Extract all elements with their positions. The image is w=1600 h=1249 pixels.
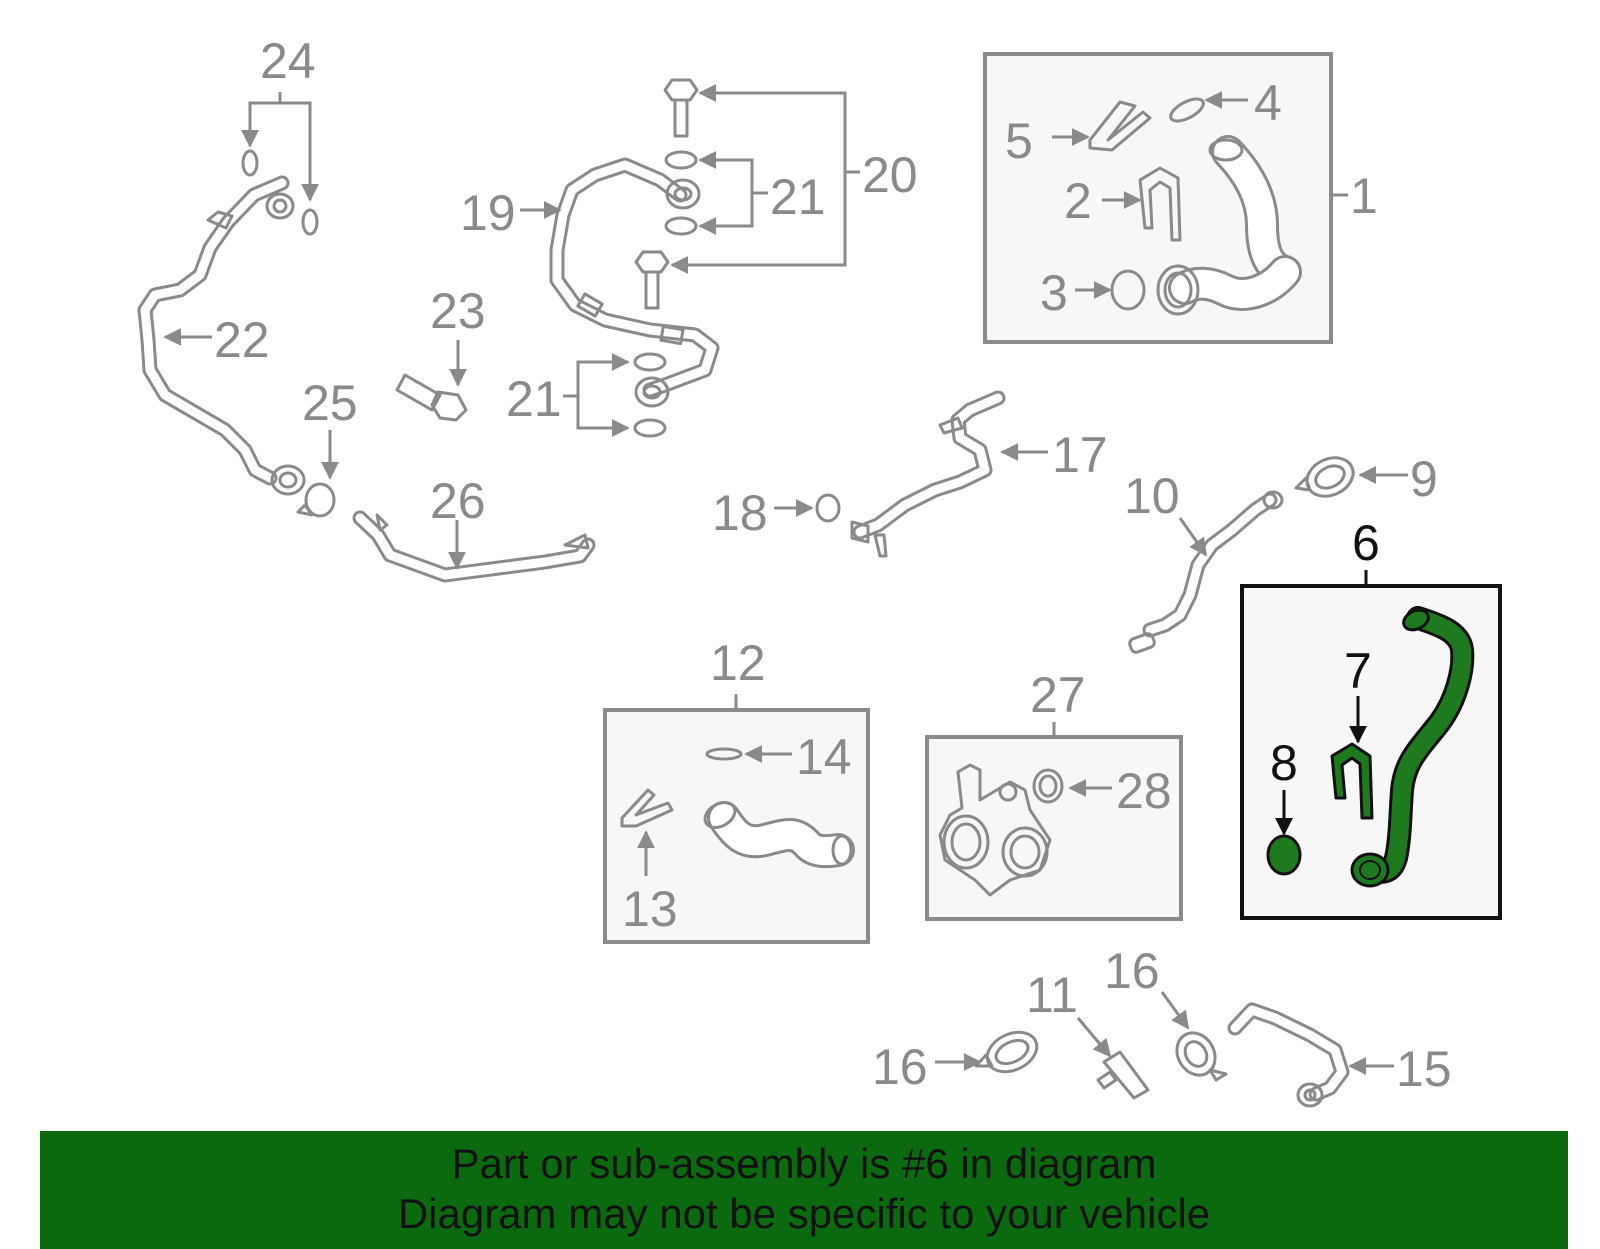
assembly-box-12 <box>603 708 870 944</box>
callout-21-lower: 21 <box>506 371 562 427</box>
washer-part-21d[interactable] <box>633 418 667 438</box>
connector-part-11[interactable] <box>1096 1050 1150 1100</box>
sensor-part-10[interactable] <box>1128 490 1284 654</box>
clip-part-5[interactable] <box>1088 100 1152 152</box>
callout-16-left: 16 <box>872 1039 928 1095</box>
hose-part-1[interactable] <box>1156 135 1302 316</box>
assembly-box-6-highlighted[interactable] <box>1240 584 1502 920</box>
callout-22: 22 <box>214 312 270 368</box>
seal-part-28[interactable] <box>1032 768 1064 804</box>
callout-2: 2 <box>1064 173 1092 229</box>
pipe-part-19[interactable] <box>549 157 720 408</box>
washer-part-21c[interactable] <box>633 352 667 372</box>
callout-14: 14 <box>796 729 852 785</box>
callout-15: 15 <box>1396 1041 1452 1097</box>
callout-28: 28 <box>1116 763 1172 819</box>
callout-12: 12 <box>710 635 766 691</box>
callout-20: 20 <box>862 147 918 203</box>
pipe-part-26[interactable] <box>352 510 596 583</box>
callout-25: 25 <box>302 375 358 431</box>
clamp-part-16-right[interactable] <box>1169 1026 1228 1082</box>
washer-part-21b[interactable] <box>664 216 698 236</box>
banner-line-part-info: Part or sub-assembly is #6 in diagram <box>451 1140 1157 1187</box>
info-banner: Part or sub-assembly is #6 in diagram Di… <box>40 1131 1568 1249</box>
callout-4: 4 <box>1254 75 1282 131</box>
o-ring-part-18[interactable] <box>815 493 841 523</box>
bolt-part-23[interactable] <box>395 373 468 422</box>
callout-23: 23 <box>430 283 486 339</box>
callout-16-right: 16 <box>1104 943 1160 999</box>
o-ring-part-4[interactable] <box>1167 94 1206 125</box>
o-ring-part-24b[interactable] <box>301 208 319 236</box>
callout-24: 24 <box>260 33 316 89</box>
callout-11: 11 <box>1026 967 1078 1023</box>
callout-10: 10 <box>1124 468 1180 524</box>
callout-1: 1 <box>1350 168 1378 224</box>
thermostat-housing-part-27[interactable] <box>938 763 1052 897</box>
pipe-part-22[interactable] <box>137 175 306 496</box>
pipe-part-17[interactable] <box>850 390 1006 558</box>
banner-line-disclaimer: Diagram may not be specific to your vehi… <box>397 1190 1211 1237</box>
callout-7: 7 <box>1344 643 1372 699</box>
callout-17: 17 <box>1052 427 1108 483</box>
clip-part-2[interactable] <box>1138 166 1182 242</box>
callout-3: 3 <box>1040 265 1068 321</box>
bolt-part-20-lower[interactable] <box>634 250 670 310</box>
callout-21-upper: 21 <box>770 169 826 225</box>
callout-9: 9 <box>1410 451 1438 507</box>
seal-part-3[interactable] <box>1110 269 1146 311</box>
callout-13: 13 <box>622 881 678 937</box>
callout-5: 5 <box>1005 113 1033 169</box>
callout-27: 27 <box>1030 667 1086 723</box>
hose-part-12[interactable] <box>701 797 855 869</box>
callout-6: 6 <box>1352 515 1380 571</box>
assembly-box-1: 5 4 2 3 <box>983 52 1348 344</box>
o-ring-part-24a[interactable] <box>241 149 259 177</box>
o-ring-part-14[interactable] <box>705 747 743 761</box>
callout-8: 8 <box>1270 735 1298 791</box>
clamp-part-9[interactable] <box>1294 451 1359 504</box>
callout-26: 26 <box>430 473 486 529</box>
callout-19: 19 <box>460 185 516 241</box>
pipe-part-15[interactable] <box>1227 1002 1350 1108</box>
clamp-part-25[interactable] <box>296 482 336 518</box>
clamp-part-16-left[interactable] <box>974 1025 1043 1080</box>
bolt-part-20-upper[interactable] <box>663 78 699 138</box>
callout-18: 18 <box>712 485 768 541</box>
washer-part-21a[interactable] <box>664 150 698 170</box>
clip-part-13[interactable] <box>620 788 674 828</box>
